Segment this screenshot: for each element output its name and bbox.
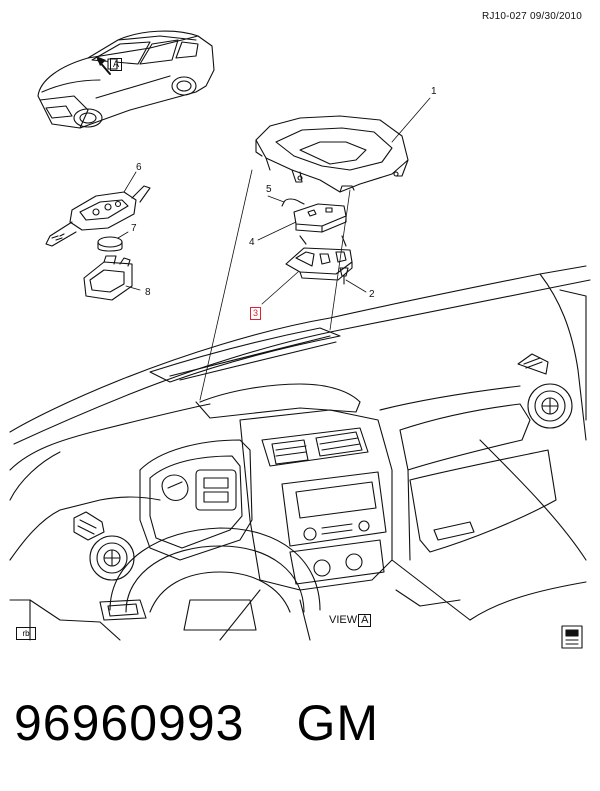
callout-4: 4 xyxy=(249,237,255,248)
console-bezel-drawing xyxy=(255,115,409,193)
view-letter: A xyxy=(358,614,372,627)
callout-1: 1 xyxy=(431,86,437,97)
key-fob-drawing xyxy=(45,185,151,247)
battery-drawing xyxy=(97,236,123,252)
header-ref: RJ10-027 09/30/2010 xyxy=(482,11,582,22)
brand-label: GM xyxy=(296,695,380,751)
bracket-drawing xyxy=(285,235,353,281)
instrument-panel-drawing xyxy=(9,265,591,649)
car-overview xyxy=(37,30,215,129)
clip-drawing xyxy=(281,198,305,207)
rb-box: rb xyxy=(16,627,36,640)
fob-bracket-drawing xyxy=(83,255,133,301)
callout-5: 5 xyxy=(266,184,272,195)
part-number: 96960993 xyxy=(14,695,245,751)
callout-8: 8 xyxy=(145,287,151,298)
leader-lines xyxy=(117,97,431,401)
callout-3: 3 xyxy=(250,307,262,320)
footer-part-number: 96960993 GM xyxy=(14,694,379,752)
receiver-module-drawing xyxy=(293,203,347,233)
callout-6: 6 xyxy=(136,162,142,173)
callout-2: 2 xyxy=(369,289,375,300)
header-date: 09/30/2010 xyxy=(529,11,582,22)
header-doc-id: RJ10-027 xyxy=(481,11,527,22)
callout-7: 7 xyxy=(131,223,137,234)
view-prefix: VIEW xyxy=(329,614,358,626)
car-view-marker: A xyxy=(110,58,123,71)
screw-drawing xyxy=(339,267,349,285)
